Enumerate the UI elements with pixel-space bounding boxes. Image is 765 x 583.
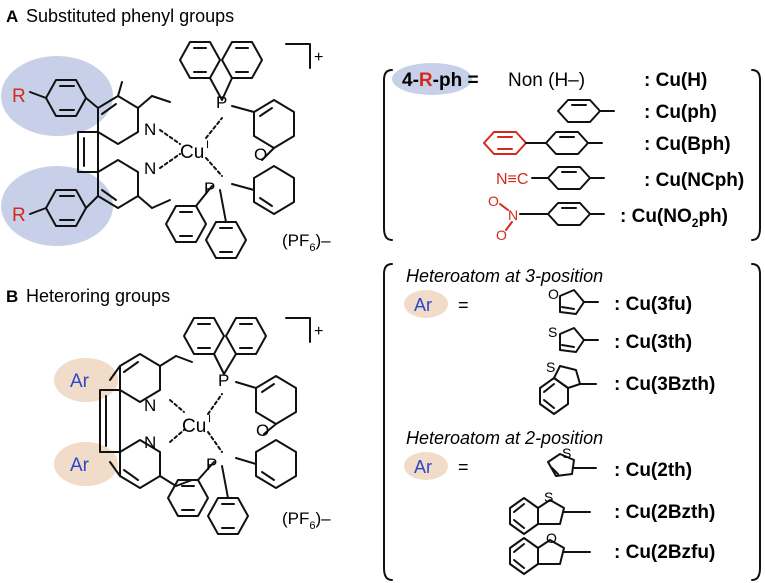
atom-p-b-bottom: P [206,455,217,474]
atom-n-bottom: N [144,159,156,178]
atom-n-b-top: N [144,396,156,415]
label-cu-3fu: : Cu(3fu) [614,294,692,315]
r-phenyl-highlight-bottom [1,166,113,246]
atom-n-b-bottom: N [144,433,156,452]
atom-p-bottom: P [204,179,215,198]
label-cu-no2ph: : Cu(NO2ph) [620,206,728,230]
atom-o: O [254,145,267,164]
complex-b-structure [99,317,311,535]
charge-b: + [314,323,323,340]
substituent-r-top: R [12,86,26,107]
nitro-o-bottom: O [496,227,507,243]
benzofuryl-o-2: O [546,530,557,546]
group-2-thienyl [547,453,597,477]
equals-3: = [458,295,469,315]
group-3-furyl [559,289,599,315]
complex-a-structure [29,41,311,259]
atom-o-b: O [256,421,269,440]
group-3-thienyl [559,327,599,353]
group-biphenyl [483,131,603,155]
equals-2: = [458,457,469,477]
panel-b-letter: B [6,287,18,306]
group-2-benzofuryl [509,537,591,575]
label-cu-ph: : Cu(ph) [644,102,717,123]
nitrile-group: N≡C [496,171,528,188]
panel-a-letter: A [6,7,18,26]
group-nitrophenyl [499,202,605,231]
table-a-prefix: 4-R-ph = [402,70,479,91]
ar-chip-3 [404,290,448,318]
atom-cu-b: Cu [182,416,206,437]
table-a-bracket-right [751,69,761,241]
nitro-n: N [508,207,518,223]
substituent-ar-top: Ar [70,371,90,392]
atom-cu: Cu [180,142,204,163]
label-cu-2bzth: : Cu(2Bzth) [614,502,715,523]
group-3-benzothienyl [539,365,597,415]
benzothienyl-s-3: S [546,359,555,375]
thienyl-s-2: S [562,445,571,461]
ar-label-3: Ar [414,295,432,315]
nitro-o-top: O [488,193,499,209]
atom-p-top: P [216,93,227,112]
benzothienyl-s-2: S [544,489,553,505]
group-phenyl [557,99,615,123]
cu-oxidation: I [206,139,209,151]
table-a-bracket-left [383,69,393,241]
group-ncphenyl [531,166,605,190]
substituent-ar-bottom: Ar [70,455,90,476]
atom-p-b-top: P [218,371,229,390]
panel-a-title: Substituted phenyl groups [26,6,234,26]
label-cu-3th: : Cu(3th) [614,332,692,353]
cu-oxidation-b: I [208,413,211,425]
ar-label-2: Ar [414,457,432,477]
label-cu-2th: : Cu(2th) [614,460,692,481]
table-b-bracket-left [383,263,393,581]
charge-a: + [314,49,323,66]
counterion-b: (PF6)– [282,509,331,532]
prefix-highlight [392,63,472,95]
label-cu-2bzfu: : Cu(2Bzfu) [614,542,715,563]
header-2-position: Heteroatom at 2-position [406,428,603,448]
thienyl-s-3: S [548,324,557,340]
r-phenyl-highlight-top [1,56,113,136]
group-non: Non (H–) [508,70,585,91]
label-cu-3bzth: : Cu(3Bzth) [614,374,715,395]
counterion-a: (PF6)– [282,231,331,254]
label-cu-h: : Cu(H) [644,70,707,91]
header-3-position: Heteroatom at 3-position [406,266,603,286]
panel-b-title: Heteroring groups [26,286,170,306]
table-b-bracket-right [751,263,761,581]
furyl-o-3: O [548,286,559,302]
label-cu-bph: : Cu(Bph) [644,134,731,155]
ar-chip-2 [404,452,448,480]
group-2-benzothienyl [509,497,591,535]
atom-n-top: N [144,120,156,139]
substituent-r-bottom: R [12,205,26,226]
label-cu-ncph: : Cu(NCph) [644,170,744,191]
